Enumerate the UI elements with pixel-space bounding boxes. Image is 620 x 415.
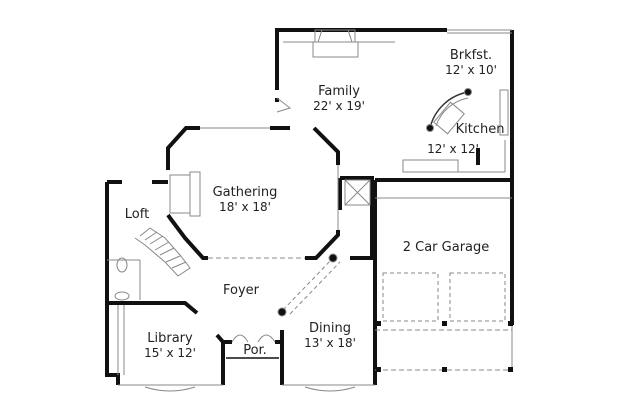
room-label-kitchen-dims: 12' x 12' [427, 142, 479, 156]
room-label-dining: Dining 13' x 18' [304, 321, 356, 350]
room-label-family: Family 22' x 19' [313, 84, 365, 113]
wall-library [107, 301, 199, 315]
room-label-kitchen: Kitchen [455, 122, 505, 137]
wall-gathering [312, 126, 340, 165]
room-label-foyer: Foyer [222, 283, 260, 298]
staircase [134, 227, 191, 277]
room-label-garage: 2 Car Garage [402, 240, 490, 255]
wall-garage [375, 178, 514, 325]
room-label-brkfst: Brkfst. 12' x 10' [445, 48, 497, 77]
room-label-porch: Por. [243, 343, 267, 358]
room-label-loft: Loft [124, 207, 150, 222]
room-label-gathering: Gathering 18' x 18' [212, 185, 278, 214]
room-label-library: Library 15' x 12' [144, 331, 196, 360]
